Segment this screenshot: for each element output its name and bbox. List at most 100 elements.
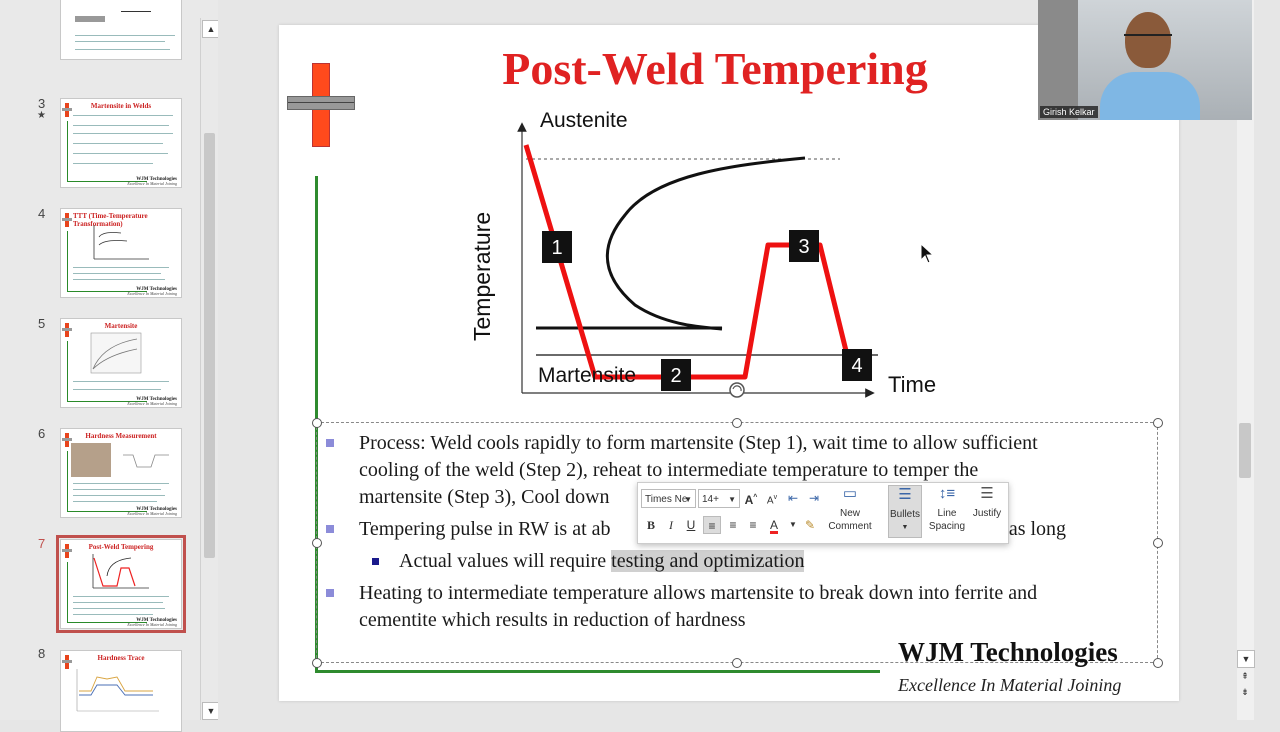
thumb-title: Post-Weld Tempering	[88, 543, 154, 551]
thumbnail-scrollbar[interactable]: ▲ ▼	[200, 18, 220, 720]
slide-thumbnail-5[interactable]: Martensite WJM Technologies Excellence I…	[60, 318, 182, 408]
slide-number-8: 8	[38, 646, 46, 661]
previous-slide-icon[interactable]: ⇞	[1241, 671, 1249, 681]
slide-thumbnail-8[interactable]: Hardness Trace	[60, 650, 182, 732]
thumb-green-line	[67, 341, 68, 401]
thumb-text-line	[73, 115, 173, 116]
resize-handle-bottom-left[interactable]	[312, 658, 322, 668]
thumb-green-line	[67, 401, 147, 402]
thumb-title: Hardness Measurement	[85, 432, 157, 440]
font-color-button[interactable]: A	[765, 516, 783, 534]
slide-number-4: 4	[38, 206, 46, 221]
align-center-icon[interactable]: ≡	[729, 518, 737, 532]
thumb-green-line	[67, 231, 68, 291]
grow-font-button[interactable]: A^	[744, 493, 758, 507]
resize-handle-bottom-right[interactable]	[1153, 658, 1163, 668]
thumb-deco-cross	[62, 438, 72, 441]
slide-body-textbox[interactable]: Process: Weld cools rapidly to form mart…	[326, 430, 1156, 634]
bold-button[interactable]: B	[646, 518, 655, 532]
step-2-label: 2	[670, 365, 681, 387]
thumb-footer: WJM Technologies	[136, 618, 177, 623]
scroll-down-icon[interactable]: ▼	[1237, 650, 1255, 668]
slide-thumbnail-6[interactable]: Hardness Measurement WJM Technologies Ex…	[60, 428, 182, 518]
slide-thumbnail-7-selected[interactable]: Post-Weld Tempering WJM Technologies Exc…	[56, 535, 186, 633]
main-scroll-thumb[interactable]	[1239, 423, 1251, 478]
new-comment-button[interactable]: ▭ New Comment	[824, 486, 876, 533]
shrink-font-button[interactable]: Av	[766, 494, 778, 507]
martensite-label: Martensite	[538, 364, 636, 387]
thumb-footer-sub: Excellence In Material Joining	[127, 511, 177, 516]
line-spacing-icon: ↕≡	[938, 485, 956, 502]
tempering-cycle-diagram[interactable]: 1 2 3 4 Austenite Martensite Time Temper…	[460, 105, 960, 410]
new-comment-label: New Comment	[828, 508, 872, 532]
justify-button[interactable]: ☰ Justify	[970, 486, 1004, 520]
thumbnail-scroll-thumb[interactable]	[204, 133, 215, 558]
thumb-green-line	[67, 181, 147, 182]
line-spacing-button[interactable]: ↕≡ Line Spacing	[925, 485, 969, 533]
align-right-icon[interactable]: ≡	[749, 518, 757, 532]
time-axis-label: Time	[888, 372, 936, 397]
thumb-text-line	[73, 381, 169, 382]
thumb-text-line	[73, 125, 169, 126]
mini-format-toolbar: Times Ne▼ 14+▼ A^ Av ⇤ ⇥ B I U ≡ ≡ ≡ A ▼…	[637, 482, 1009, 544]
thumb-text-line	[75, 35, 175, 36]
resize-handle-left[interactable]	[312, 538, 322, 548]
thumb-trace-graph	[123, 454, 169, 468]
next-slide-icon[interactable]: ⇟	[1241, 687, 1249, 697]
step-3-marker: 3	[789, 230, 819, 262]
thumb-text-line	[73, 614, 153, 615]
slide-title[interactable]: Post-Weld Tempering	[502, 43, 928, 94]
justify-label: Justify	[972, 508, 1002, 519]
presenter-glasses	[1124, 34, 1172, 42]
resize-handle-bottom[interactable]	[732, 658, 742, 668]
bullets-button[interactable]: ☰ Bullets ▼	[888, 485, 922, 538]
thumb-text-line	[73, 489, 161, 490]
thumb-text-line	[73, 389, 161, 390]
decrease-indent-icon[interactable]: ⇤	[787, 491, 799, 505]
selected-text[interactable]: testing and optimization	[611, 550, 805, 572]
chevron-down-icon[interactable]: ▼	[789, 520, 797, 529]
increase-indent-icon[interactable]: ⇥	[808, 491, 820, 505]
chevron-down-icon: ▼	[728, 495, 736, 504]
underline-button[interactable]: U	[686, 518, 696, 532]
resize-handle-right[interactable]	[1153, 538, 1163, 548]
rotate-handle-icon[interactable]	[729, 382, 745, 398]
thumb-text-line	[73, 279, 165, 280]
shrink-font-icon: A	[766, 495, 774, 507]
thumb-hardness-chart	[90, 332, 142, 374]
green-horizontal-rule	[315, 670, 880, 673]
resize-handle-top-right[interactable]	[1153, 418, 1163, 428]
thumb-green-line	[67, 451, 68, 511]
step-4-marker: 4	[842, 349, 872, 381]
italic-button[interactable]: I	[669, 518, 673, 532]
thumb-text-line	[73, 267, 169, 268]
resize-handle-top[interactable]	[732, 418, 742, 428]
thumb-deco-cross	[62, 549, 72, 552]
bullets-group: ☰ Bullets ▼	[889, 487, 921, 534]
bullet-text: martensite (Step 3), Cool down	[359, 486, 610, 508]
step-3-label: 3	[798, 236, 809, 258]
slide-thumbnail-2[interactable]	[60, 0, 182, 60]
align-left-icon[interactable]: ≡	[703, 516, 721, 534]
thumb-text-line	[73, 273, 161, 274]
resize-handle-top-left[interactable]	[312, 418, 322, 428]
thumb-text-line	[73, 133, 173, 134]
slide-thumbnail-3[interactable]: Martensite in Welds WJM Technologies Exc…	[60, 98, 182, 188]
thumb-title: TTT (Time-Temperature Transformation)	[73, 212, 148, 228]
thumb-title: Martensite	[104, 322, 138, 330]
slide-thumbnail-4[interactable]: TTT (Time-Temperature Transformation) WJ…	[60, 208, 182, 298]
sub-bullet-square-icon	[372, 558, 379, 565]
thumb-deco-cross	[62, 660, 72, 663]
font-size-dropdown[interactable]: 14+▼	[698, 489, 740, 508]
bullet-square-icon	[326, 589, 334, 597]
font-name-dropdown[interactable]: Times Ne▼	[641, 489, 696, 508]
thumb-ttt-graph	[93, 225, 149, 260]
thumb-photo	[71, 443, 111, 477]
thumb-green-line	[67, 291, 147, 292]
thumb-text-line	[73, 596, 169, 597]
bullet-text: Actual values will require	[399, 550, 612, 572]
main-vertical-scrollbar[interactable]: ▼ ⇞ ⇟	[1237, 0, 1255, 720]
ttt-nose-curve	[605, 156, 806, 331]
format-painter-icon[interactable]: ✎	[804, 518, 816, 532]
thumb-text-line	[73, 501, 157, 502]
